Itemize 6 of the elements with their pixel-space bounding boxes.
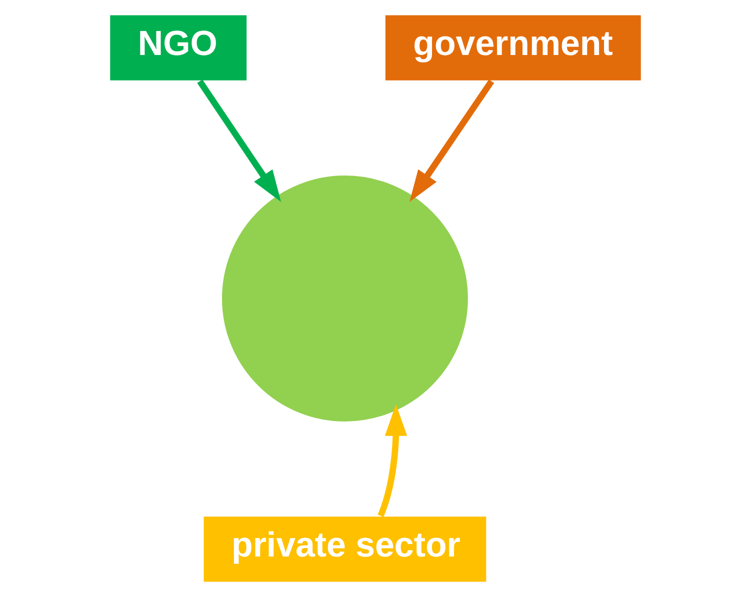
arrow [197,79,282,202]
arrow [410,79,494,202]
node-box: NGO [108,14,248,82]
node-box: private sector [202,515,488,584]
arrow [378,404,408,517]
node-box: government [384,14,642,82]
